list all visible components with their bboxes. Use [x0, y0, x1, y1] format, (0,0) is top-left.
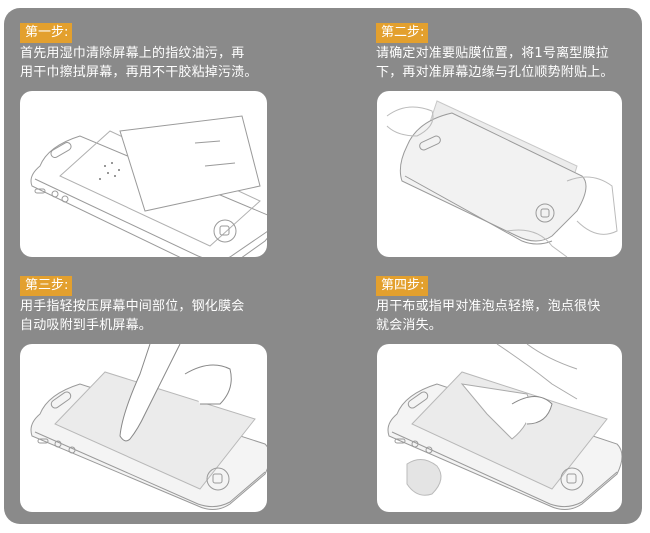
step-1-badge: 第一步:	[20, 23, 73, 43]
phone-align-film-icon	[386, 100, 618, 257]
step-3-badge: 第三步:	[20, 276, 73, 296]
step-2-description: 请确定对准要贴膜位置，将1号离型膜拉 下，再对准屏幕边缘与孔位顺势附贴上。	[376, 46, 614, 80]
step-4-description: 用干布或指甲对准泡点轻擦，泡点很快 就会消失。	[376, 299, 601, 333]
step-1-description: 首先用湿巾清除屏幕上的指纹油污，再 用干巾擦拭屏幕，再用不干胶粘掉污渍。	[20, 46, 258, 80]
phone-press-center-icon	[30, 344, 267, 510]
step-2-illustration	[377, 91, 622, 257]
step-4-badge: 第四步:	[376, 276, 429, 296]
step-3-description: 用手指轻按压屏幕中间部位，钢化膜会 自动吸附到手机屏幕。	[20, 299, 245, 333]
step-2-badge: 第二步:	[376, 23, 429, 43]
phone-remove-bubbles-icon	[387, 344, 622, 510]
step-1-illustration	[20, 91, 267, 257]
step-4-illustration	[377, 344, 622, 512]
phone-wipe-cloth-icon	[30, 115, 267, 257]
step-3-illustration	[20, 344, 267, 512]
